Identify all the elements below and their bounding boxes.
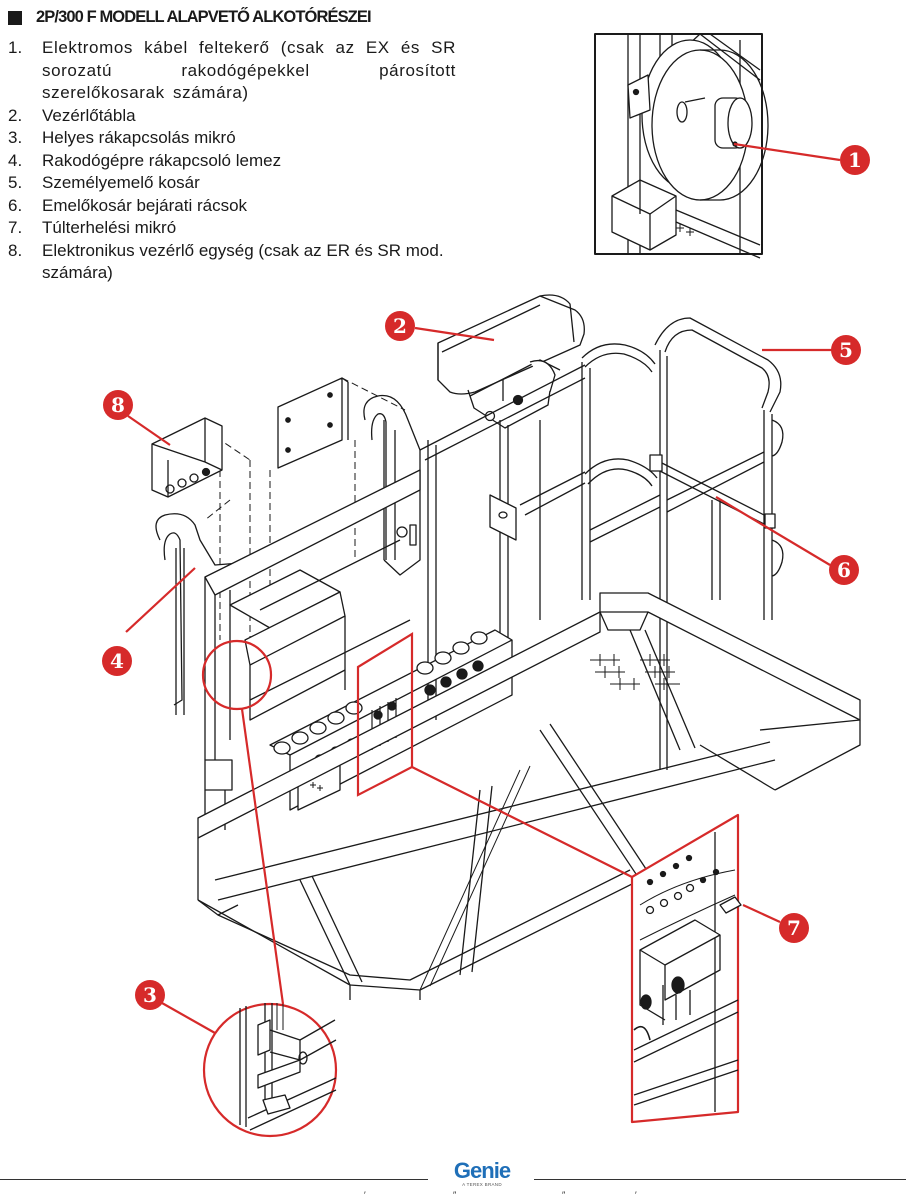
brand-tagline: A TEREX BRAND bbox=[462, 1182, 502, 1187]
svg-text:8: 8 bbox=[111, 393, 125, 417]
footer-rule-right bbox=[534, 1179, 906, 1180]
basket-technical-drawing: 1 2 3 4 5 6 7 8 bbox=[102, 33, 870, 1138]
part-name: Emelőkosár bejárati rácsok bbox=[42, 195, 248, 215]
positioning-switch-inset bbox=[202, 1002, 338, 1138]
control-panel bbox=[437, 294, 585, 429]
part-number: 7. bbox=[8, 218, 23, 237]
parts-list-item: 3. Helyes rákapcsolás mikró bbox=[8, 127, 456, 150]
callout-2: 2 bbox=[385, 311, 415, 341]
callouts: 1 2 3 4 5 6 7 8 bbox=[102, 145, 870, 1010]
electronic-control-unit bbox=[151, 417, 223, 498]
overload-switch-inset bbox=[630, 813, 742, 1124]
callout-8: 8 bbox=[103, 390, 133, 420]
detail-connector-7 bbox=[411, 766, 633, 878]
parts-list-item: 7. Túlterhelési mikró bbox=[8, 217, 456, 240]
part-name: Személyemelő kosár bbox=[42, 173, 200, 192]
section-title: 2P/300 F MODELL ALAPVETŐ ALKOTÓRÉSZEI bbox=[36, 8, 372, 26]
part-name: Elektronikus vezérlő egység (csak az ER … bbox=[42, 240, 444, 283]
square-bullet-icon bbox=[8, 10, 22, 25]
svg-text:3: 3 bbox=[143, 983, 157, 1007]
footer-mark: ″ bbox=[453, 1190, 457, 1200]
callout-5: 5 bbox=[831, 335, 861, 365]
callout-4: 4 bbox=[102, 646, 132, 676]
parts-list: 1. Elektromos kábel feltekerő (csak az EX… bbox=[8, 37, 456, 285]
part-name: Vezérlőtábla bbox=[42, 105, 136, 125]
callout-1: 1 bbox=[840, 145, 870, 175]
svg-text:4: 4 bbox=[110, 649, 124, 673]
parts-list-item: 2. Vezérlőtábla bbox=[8, 105, 456, 128]
svg-text:1: 1 bbox=[848, 148, 862, 172]
svg-text:7: 7 bbox=[787, 916, 801, 940]
part-number: 8. bbox=[8, 240, 23, 260]
part-name: Rakodógépre rákapcsoló lemez bbox=[42, 150, 282, 170]
part-number: 4. bbox=[8, 150, 23, 170]
svg-text:2: 2 bbox=[393, 314, 407, 338]
basket-railing bbox=[419, 317, 784, 770]
part-number: 2. bbox=[8, 105, 23, 125]
part-number: 1. bbox=[8, 38, 23, 57]
parts-list-item: 8. Elektronikus vezérlő egység (csak az E… bbox=[8, 240, 456, 285]
callout-leaders bbox=[125, 142, 841, 1034]
footer-mark: ″ bbox=[562, 1190, 566, 1200]
parts-list-item: 5. Személyemelő kosár bbox=[8, 172, 456, 195]
part-number: 5. bbox=[8, 173, 23, 192]
part-number: 3. bbox=[8, 128, 23, 147]
part-number: 6. bbox=[8, 195, 23, 215]
callout-6: 6 bbox=[829, 555, 859, 585]
footer-rule-left bbox=[0, 1179, 428, 1180]
parts-list-item: 4. Rakodógépre rákapcsoló lemez bbox=[8, 150, 456, 173]
brand-wordmark: Genie bbox=[453, 1158, 511, 1183]
coupling-plate bbox=[155, 377, 421, 830]
detail-connector-3 bbox=[240, 708, 285, 1005]
callout-7: 7 bbox=[779, 913, 809, 943]
footer-marks: ′ ″ ″ ′ bbox=[0, 1190, 906, 1200]
callout-3: 3 bbox=[135, 980, 165, 1010]
part-name: Túlterhelési mikró bbox=[42, 218, 177, 237]
parts-list-item: 1. Elektromos kábel feltekerő (csak az EX… bbox=[8, 37, 456, 105]
parts-list-item: 6. Emelőkosár bejárati rácsok bbox=[8, 195, 456, 218]
part-name: Elektromos kábel feltekerő (csak az EX é… bbox=[42, 38, 456, 102]
footer-mark: ′ bbox=[635, 1190, 637, 1200]
svg-text:5: 5 bbox=[839, 338, 853, 362]
part-name: Helyes rákapcsolás mikró bbox=[42, 128, 236, 147]
section-heading: 2P/300 F MODELL ALAPVETŐ ALKOTÓRÉSZEI bbox=[8, 8, 372, 27]
footer-mark: ′ bbox=[364, 1190, 366, 1200]
brand-logo: Genie A TEREX BRAND bbox=[436, 1160, 528, 1188]
detail-circle-3 bbox=[201, 639, 273, 711]
svg-text:6: 6 bbox=[837, 558, 851, 582]
platform-frame bbox=[197, 592, 861, 1000]
